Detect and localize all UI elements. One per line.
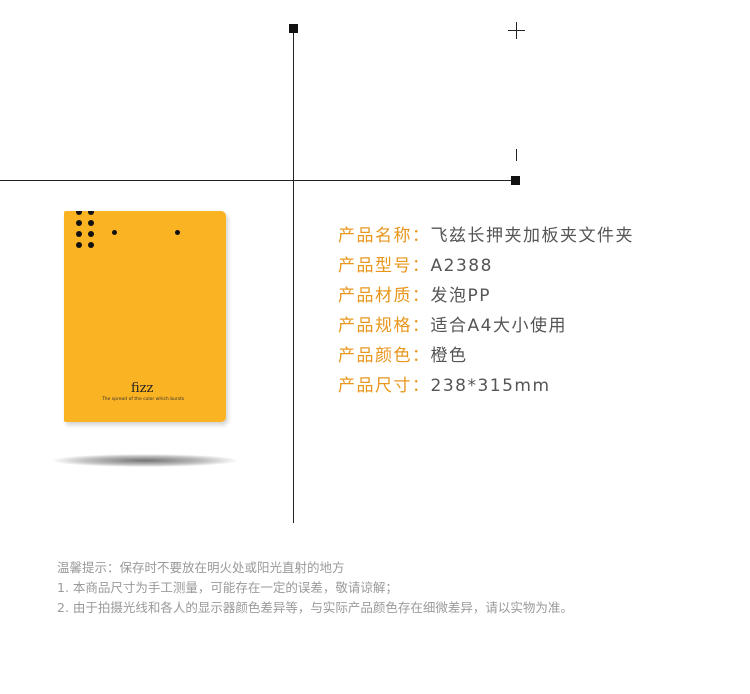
spec-name: 产品名称：飞兹长押夹加板夹文件夹 (338, 225, 634, 247)
product-folder-image: fizz The spread of the color which burst… (64, 211, 226, 422)
dot-pattern (88, 211, 94, 215)
horizontal-guide-line (0, 180, 516, 181)
plus-mark-vertical (516, 22, 517, 39)
spec-value: A2388 (430, 256, 493, 276)
brand-logo-text: fizz (131, 381, 154, 396)
spec-value: 发泡PP (430, 286, 492, 306)
note-measurement: 1. 本商品尺寸为手工测量，可能存在一定的误差，敬请谅解； (57, 580, 398, 595)
dot-pattern (76, 242, 82, 248)
spec-label: 产品材质： (338, 286, 431, 306)
spec-value: 飞兹长押夹加板夹文件夹 (430, 226, 634, 246)
spec-label: 产品颜色： (338, 346, 431, 366)
tick-mark (516, 149, 517, 161)
spec-label: 产品尺寸： (338, 376, 431, 396)
spec-material: 产品材质：发泡PP (338, 285, 491, 307)
vertical-guide-line (293, 27, 294, 523)
spec-size-fit: 产品规格：适合A4大小使用 (338, 315, 567, 337)
right-anchor-square (511, 176, 520, 185)
dot-pattern (88, 231, 94, 237)
spec-model: 产品型号：A2388 (338, 255, 493, 277)
spec-color: 产品颜色：橙色 (338, 345, 468, 367)
spec-value: 238*315mm (430, 376, 551, 396)
dot-pattern (76, 211, 82, 215)
product-shadow (52, 454, 238, 467)
spec-label: 产品规格： (338, 316, 431, 336)
spec-label: 产品型号： (338, 256, 431, 276)
spec-value: 适合A4大小使用 (430, 316, 567, 336)
top-anchor-square (289, 24, 298, 33)
dot-pattern (112, 230, 117, 235)
note-color-difference: 2. 由于拍摄光线和各人的显示器颜色差异等，与实际产品颜色存在细微差异，请以实物… (57, 600, 573, 615)
brand-tagline: The spread of the color which bursts (102, 397, 185, 402)
dot-pattern (76, 220, 82, 226)
spec-dimensions: 产品尺寸：238*315mm (338, 375, 551, 397)
note-tip: 温馨提示：保存时不要放在明火处或阳光直射的地方 (57, 560, 345, 575)
spec-label: 产品名称： (338, 226, 431, 246)
spec-value: 橙色 (430, 346, 468, 366)
dot-pattern (175, 230, 180, 235)
dot-pattern (88, 242, 94, 248)
dot-pattern (88, 220, 94, 226)
dot-pattern (76, 231, 82, 237)
